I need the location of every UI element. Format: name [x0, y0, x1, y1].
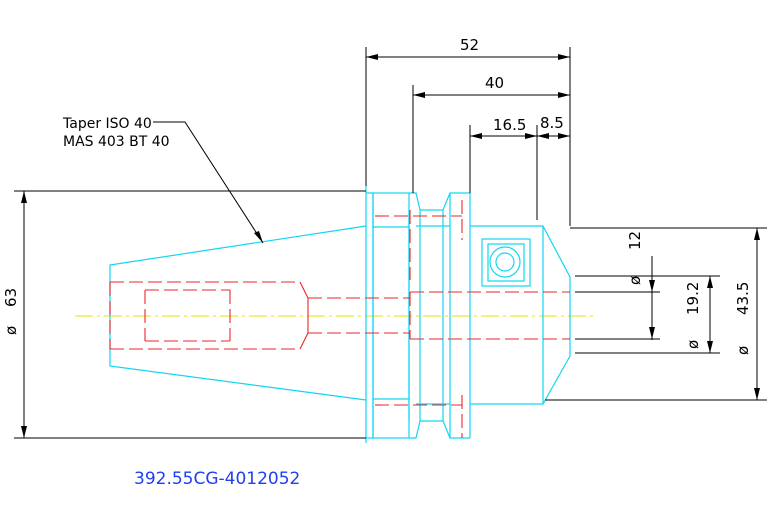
dim-diameter-symbol-19: ø — [684, 340, 702, 349]
dim-front-diameter: 43.5 — [734, 282, 752, 315]
taper-note-line1: Taper ISO 40 — [62, 116, 152, 132]
taper-note-line2: MAS 403 BT 40 — [63, 134, 170, 150]
dim-diameter-symbol-12: ø — [626, 276, 644, 285]
holder-outline — [109, 186, 571, 443]
dim-body-length: 40 — [485, 74, 504, 92]
hidden-lines — [109, 200, 570, 438]
dimension-lines — [14, 47, 767, 439]
dim-front-length: 8.5 — [540, 114, 564, 132]
dim-diameter-symbol-63: ø — [2, 326, 20, 335]
dim-bore-mid: 19.2 — [684, 282, 702, 315]
dim-diameter-symbol-43: ø — [734, 346, 752, 355]
dim-bore-depth: 16.5 — [493, 116, 526, 134]
dim-overall-length: 52 — [460, 36, 479, 54]
dim-flange-diameter: 63 — [2, 288, 20, 307]
dim-bore-small: 12 — [626, 231, 644, 250]
part-number: 392.55CG-4012052 — [134, 469, 300, 489]
